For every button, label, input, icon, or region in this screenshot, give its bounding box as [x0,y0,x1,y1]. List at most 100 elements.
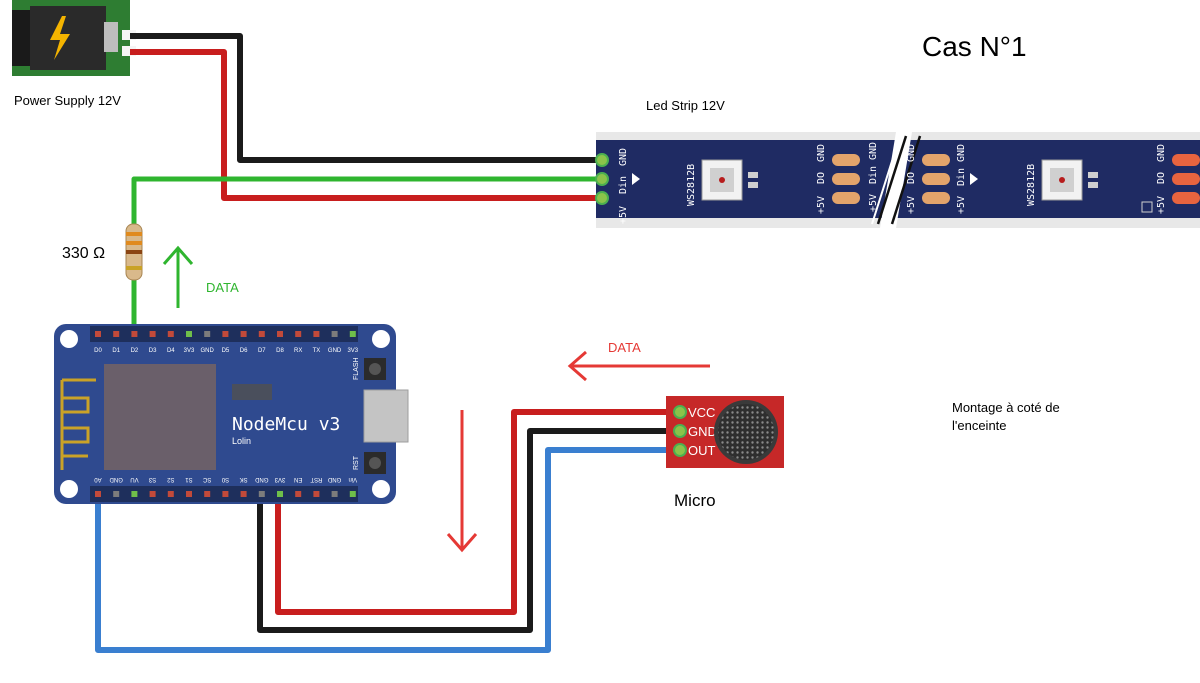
bottom-pin-label: S3 [148,476,156,482]
resistor-band-1 [126,232,142,236]
led-2-die [1059,177,1065,183]
top-pin-gnd [204,331,211,337]
micro-label: Micro [674,491,716,510]
microphone-module: VCC GND OUT Micro [666,396,784,510]
micro-pad-out [673,443,687,457]
led-chip-label-1: WS2812B [686,164,697,206]
arrow-left-head [567,350,587,382]
bottom-pin-label: GND [109,476,123,482]
strip-mid-left-pad-gnd [832,154,860,166]
strip-left-pin-din: Din [618,176,629,194]
strip-end-pad-gnd [1172,154,1200,166]
bottom-pin-label: 3V3 [274,476,285,482]
top-pin-label: TX [313,348,321,354]
data-arrow-down [446,410,478,553]
led-2-cap-bottom [1088,182,1098,188]
strip-break-edge-left [876,135,908,225]
top-pin-label: D6 [240,348,248,354]
bottom-pin-vu [131,491,138,497]
resistor-band-4 [126,266,142,270]
bottom-pin-label: S1 [185,476,193,482]
strip-direction-icon-2 [970,173,978,185]
led-chip-label-2: WS2812B [1026,164,1037,206]
strip-mid-right-pad-din [922,173,950,185]
bottom-pin-label: GND [254,476,268,482]
flash-button-cap [369,363,381,375]
top-pin-label: RX [294,348,302,354]
strip-left-pin-gnd: GND [618,148,629,166]
micro-pin-out: OUT [688,443,716,458]
top-pin-label: 3V3 [347,348,358,354]
top-pin-3v3 [349,331,356,337]
strip-mid-right-pin-din: Din [956,168,967,186]
bottom-pin-a0 [95,491,101,497]
svg-text:+5V Din GND: +5V Din GND [868,142,879,212]
svg-text:+5V Din GND: +5V Din GND [956,144,967,214]
strip-direction-icon [632,173,640,185]
strip-pad-gnd [595,153,609,167]
top-pin-3v3 [186,331,192,337]
top-pin-label: D7 [258,348,266,354]
strip-cut-mark [1141,201,1153,213]
power-jack-rim [12,10,30,66]
usb-chip [232,384,272,400]
wire-micro-signal [95,447,676,653]
arrow-up-head [162,245,194,265]
top-pin-label: 3V3 [184,348,195,354]
led-strip: Led Strip 12V +5V Din GND WS2812B +5V DO… [595,98,1200,228]
flash-label: FLASH [353,357,360,380]
top-pin-tx [313,331,320,337]
note-line-1: Montage à coté de [952,400,1060,415]
bottom-pin-label: Vin [349,476,358,482]
power-supply-label: Power Supply 12V [14,93,121,108]
bottom-pin-s3 [149,491,156,497]
top-pin-d8 [277,331,283,337]
resistor-band-3 [126,250,142,254]
bottom-pin-gnd [258,491,265,497]
strip-end-pin-5v: +5V [1156,196,1167,214]
bottom-pin-label: EN [294,476,302,482]
power-jack-pin-positive [122,46,136,56]
led-strip-label: Led Strip 12V [646,98,725,113]
strip-break [880,132,912,228]
top-pin-label: D2 [131,348,139,354]
strip-end-pad-5v [1172,192,1200,204]
top-pin-d3 [149,331,156,337]
strip-end-pad-do [1172,173,1200,185]
top-pin-d4 [167,331,174,337]
rst-label: RST [353,455,360,470]
bottom-pin-s0 [222,491,229,497]
top-pin-gnd [331,331,338,337]
bottom-pin-rst [313,491,320,497]
power-jack-contact [104,22,118,52]
note-line-2: l'enceinte [952,418,1007,433]
strip-pad-5v [595,191,609,205]
mount-hole-tl [60,330,78,348]
led-1-cap-bottom [748,182,758,188]
micro-pin-gnd: GND [688,424,717,439]
strip-mid-left-pin-5v: +5V [816,196,827,214]
bottom-pin-s1 [186,491,192,497]
svg-text:+5V DO GND: +5V DO GND [1156,144,1167,214]
strip-left-pin-5v: +5V [618,206,629,224]
data-label-from-micro: DATA [608,340,641,355]
esp-module-shield [104,364,216,470]
rst-button-cap [369,457,381,469]
power-jack-body [30,6,106,70]
strip-mid-b-pin-gnd: GND [906,144,917,162]
strip-mid-right-pin-gnd: GND [956,144,967,162]
top-pin-label: D1 [112,348,120,354]
top-pin-label: D8 [276,348,284,354]
micro-pad-gnd [673,424,687,438]
led-1-die [719,177,725,183]
data-arrow-up: DATA [162,245,239,308]
strip-mid-a-pin-gnd: GND [868,142,879,160]
nodemcu-name: NodeMcu v3 [232,414,340,435]
strip-mid-b-pin-5v: +5V [906,196,917,214]
micro-pin-vcc: VCC [688,405,715,420]
top-pin-rx [295,331,302,337]
diagram-title: Cas N°1 [922,31,1027,62]
